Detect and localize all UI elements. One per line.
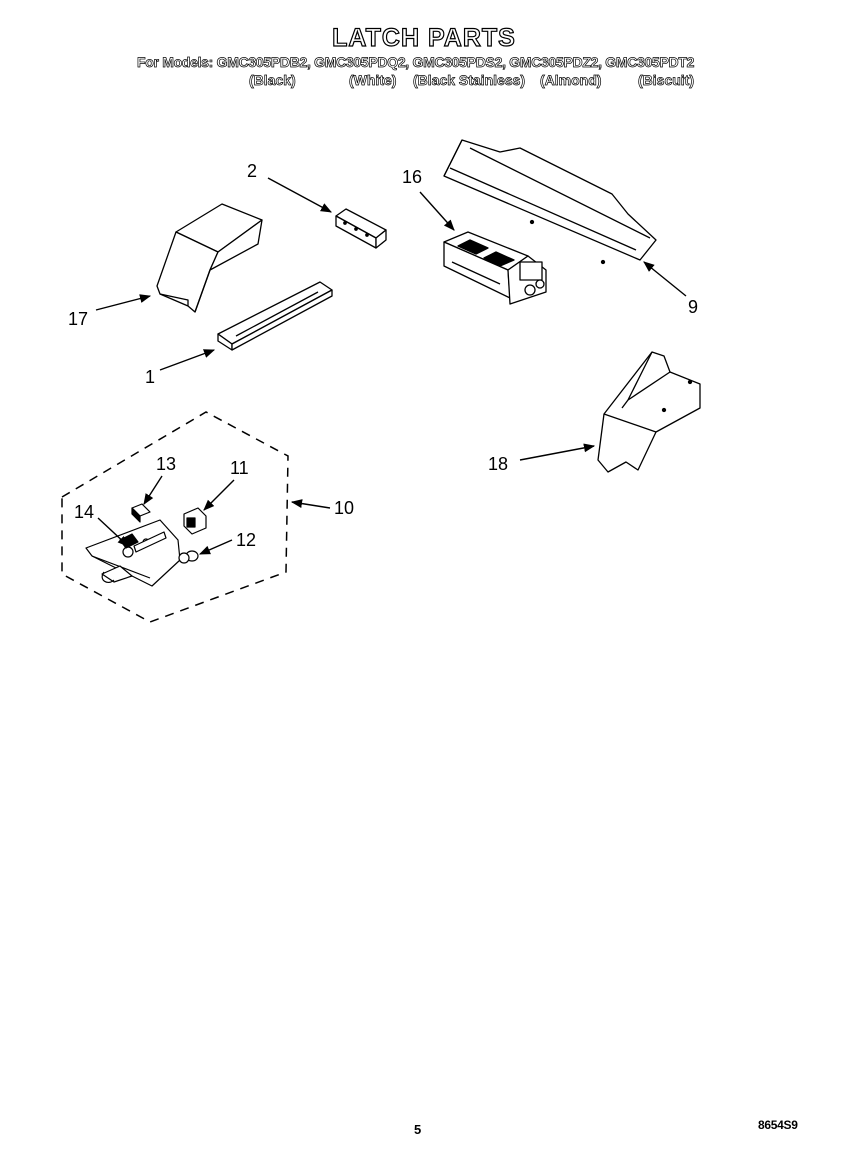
callout-17: 17 [68,309,88,329]
callout-11: 11 [230,458,249,478]
finish-black: (Black) [249,72,296,89]
callout-14: 14 [74,502,94,522]
finish-black-stainless: (Black Stainless) [413,72,526,89]
callout-12: 12 [236,530,256,550]
part-12-spacer [178,550,199,564]
part-1-plate [217,281,333,351]
part-17-cover [156,203,263,313]
finish-white: (White) [349,72,397,89]
callout-2: 2 [247,161,257,181]
part-11-switch [183,507,207,535]
finish-biscuit: (Biscuit) [638,72,695,89]
part-9-channel [443,139,657,265]
part-16-latch-assembly [443,231,547,305]
page-number: 5 [414,1122,422,1137]
models-line: For Models: GMC305PDB2, GMC305PDQ2, GMC3… [137,54,695,71]
callout-1: 1 [145,367,155,387]
part-2-block [335,208,387,249]
leader-lines [95,177,687,555]
callout-10: 10 [334,498,354,518]
part-13-microswitch [131,503,151,523]
page-title: LATCH PARTS [332,23,516,52]
document-number: 8654S9 [758,1118,798,1132]
part-10-switch-assembly [85,519,181,587]
callout-16: 16 [402,167,422,187]
callout-13: 13 [156,454,176,474]
callout-9: 9 [688,297,698,317]
callout-18: 18 [488,454,508,474]
part-18-shield [597,351,701,473]
finish-almond: (Almond) [540,72,602,89]
switch-assembly-outline [61,411,289,623]
